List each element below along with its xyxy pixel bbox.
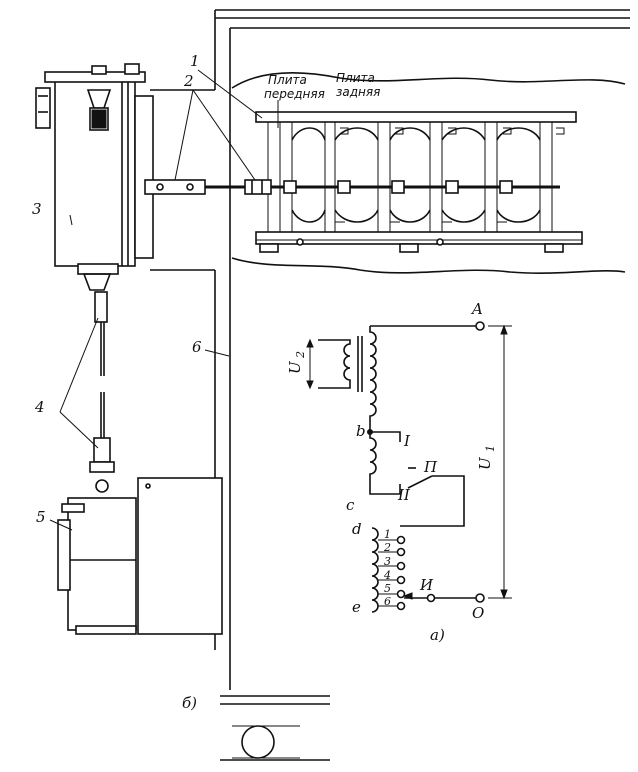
label-5: 5: [36, 508, 46, 526]
caption-a: а): [430, 626, 445, 644]
selector-I-label: И: [419, 576, 434, 594]
node-e-label: e: [352, 598, 361, 616]
cabinet-frame: [150, 9, 630, 690]
leader-lines: [49, 69, 279, 531]
label-1: 1: [190, 52, 200, 70]
tap-2-label: 2: [383, 541, 391, 554]
U2-subscript: 2: [294, 351, 307, 359]
tap-changer-circuit: [306, 321, 512, 613]
plate-back-label-1: Плита: [336, 71, 375, 85]
tap-4-label: 4: [383, 569, 391, 582]
plate-front-label-2: передняя: [264, 87, 325, 101]
contact-I-label: I: [403, 432, 411, 450]
terminal-O-label: O: [472, 604, 484, 622]
node-d-label: d: [352, 520, 362, 538]
terminal-A-label: A: [470, 300, 483, 318]
tap-3-label: 3: [384, 555, 391, 568]
motor-unit-5: [57, 477, 223, 635]
tap-6-label: 6: [384, 595, 391, 608]
base-rail: [220, 695, 330, 761]
plate-front-label-1: Плита: [268, 73, 307, 87]
node-b-label: b: [356, 422, 366, 440]
motor-drive-3: [35, 63, 154, 291]
label-2: 2: [183, 72, 194, 90]
plate-back-label-2: задняя: [336, 85, 380, 99]
contactor-assembly: [255, 111, 583, 253]
switch-P-label: П: [423, 458, 438, 476]
U1-subscript: 1: [484, 445, 497, 452]
contact-II-label: II: [397, 486, 411, 504]
caption-b: б): [182, 694, 197, 712]
U2-label: U: [286, 360, 304, 374]
label-6: 6: [192, 338, 202, 356]
U1-label: U: [476, 456, 494, 470]
tap-1-label: 1: [384, 528, 391, 541]
label-4: 4: [34, 398, 45, 416]
tap-5-label: 5: [384, 582, 391, 595]
drive-rod-2: [144, 179, 272, 195]
label-3: 3: [32, 200, 42, 218]
node-c-label: c: [346, 496, 355, 514]
vertical-shaft-4: [89, 291, 115, 493]
